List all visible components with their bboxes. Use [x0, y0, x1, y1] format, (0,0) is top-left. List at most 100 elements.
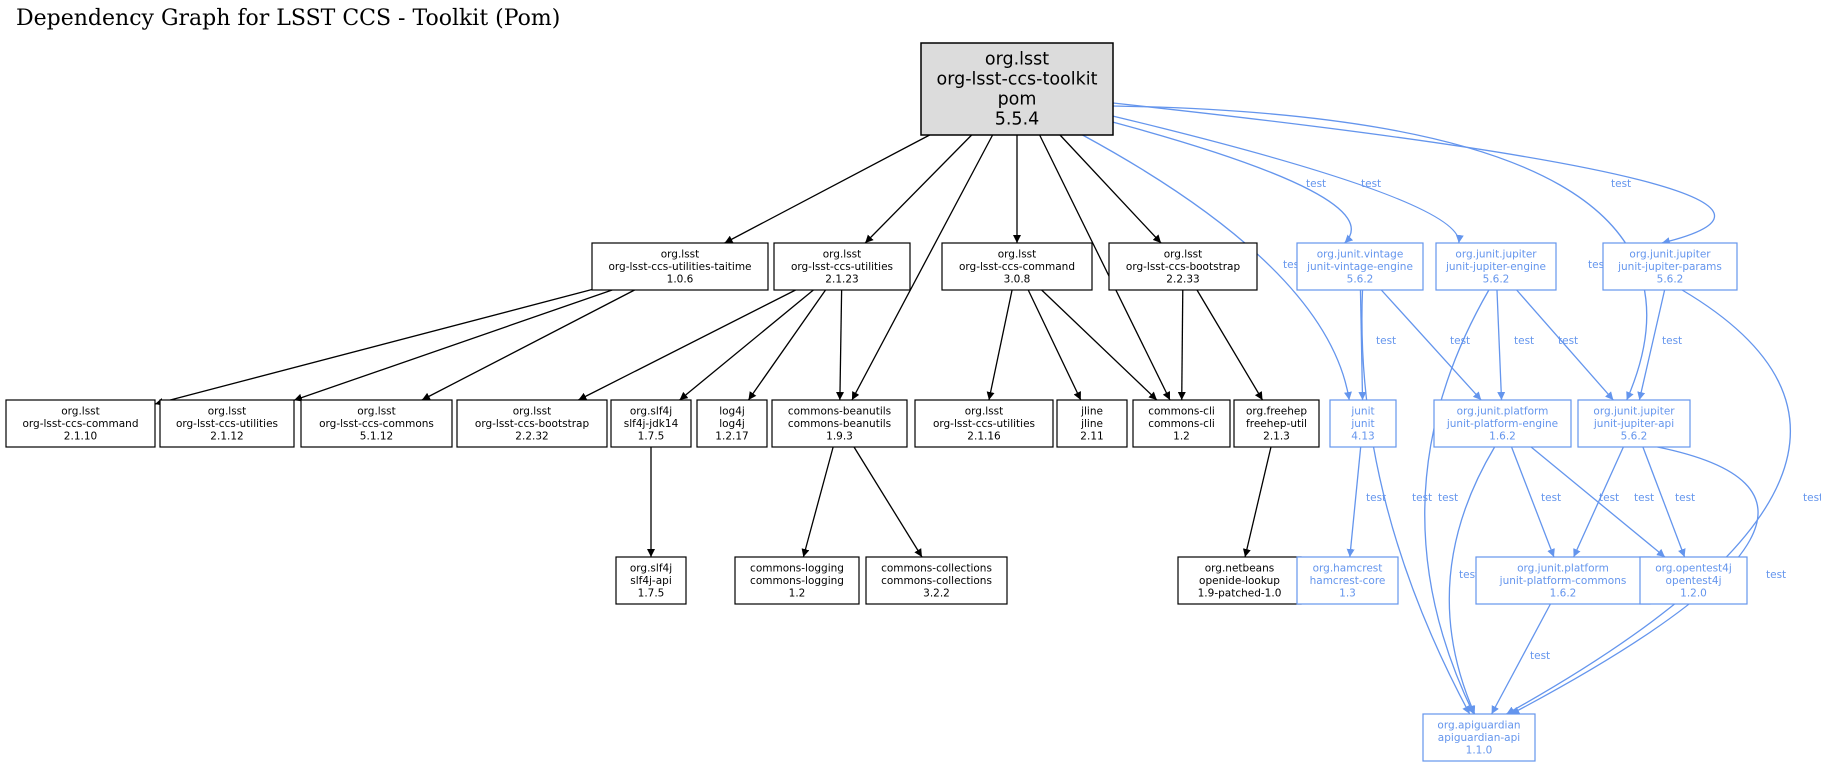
edge-util-taitime-to-util-2112	[293, 289, 613, 402]
node-label-line: 1.2	[789, 588, 806, 600]
node-label-line: org.lsst	[513, 406, 552, 418]
edge-jup-api-to-opentest4j	[1642, 446, 1686, 558]
node-label-line: 1.9.3	[826, 431, 853, 443]
edge-label: test	[1803, 492, 1821, 504]
node-plat-engine: org.junit.platformjunit-platform-engine1…	[1433, 399, 1572, 448]
edge-label: test	[1376, 335, 1396, 347]
node-label-line: org.hamcrest	[1313, 563, 1383, 575]
node-label-line: commons-cli	[1148, 406, 1215, 418]
node-label-line: org.lsst	[661, 249, 700, 261]
node-label-line: org.junit.jupiter	[1593, 406, 1675, 418]
edge-util-2123-to-beanutils	[836, 289, 845, 401]
node-label-line: 1.0.6	[667, 274, 694, 286]
node-label-line: commons-collections	[881, 575, 992, 587]
node-label-line: org-lsst-ccs-commons	[319, 418, 434, 430]
edge-root-to-junit	[1082, 134, 1352, 401]
edge-label: test	[1361, 178, 1381, 190]
node-box	[734, 556, 860, 605]
node-label-line: 1.6.2	[1489, 431, 1516, 443]
edge-util-2123-to-bootstrap-2232	[578, 289, 796, 401]
edge-util-2123-to-log4j	[747, 289, 827, 401]
node-label-line: 2.1.10	[64, 431, 97, 443]
node-label-line: commons-beanutils	[788, 418, 891, 430]
edge-util-taitime-to-commons-5112	[421, 289, 635, 401]
nodes-layer: org.lsstorg-lsst-ccs-toolkitpom5.5.4org.…	[5, 42, 1748, 762]
node-label-line: apiguardian-api	[1438, 732, 1520, 744]
node-label-line: log4j	[719, 406, 745, 418]
node-label-line: org.lsst	[998, 249, 1037, 261]
node-label-line: org.junit.platform	[1517, 563, 1609, 575]
node-label-line: jline	[1080, 418, 1103, 430]
edge-root-to-commons-cli	[1039, 134, 1171, 401]
node-label-line: openide-lookup	[1199, 575, 1280, 587]
node-label-line: log4j	[719, 418, 745, 430]
node-label-line: 2.1.3	[1263, 431, 1290, 443]
node-jup-engine: org.junit.jupiterjunit-jupiter-engine5.6…	[1435, 242, 1557, 291]
node-label-line: 3.2.2	[923, 588, 950, 600]
edge-freehep-to-openide	[1242, 446, 1272, 558]
edge-jup-params-to-jup-api	[1637, 289, 1666, 401]
edge-command-308-to-commons-cli	[1041, 289, 1158, 401]
edge-command-308-to-util-2116	[986, 289, 1013, 401]
edge-util-taitime-to-command-2110	[154, 288, 593, 406]
node-box	[773, 242, 911, 291]
node-label-line: commons-collections	[881, 563, 992, 575]
node-label-line: 5.6.2	[1621, 431, 1648, 443]
edge-beanutils-to-collections	[853, 446, 923, 558]
edge-label: test	[1306, 178, 1326, 190]
node-box	[1329, 399, 1397, 448]
edge-label: test	[1366, 492, 1386, 504]
node-label-line: 2.1.23	[825, 274, 858, 286]
node-label-line: commons-logging	[750, 575, 844, 587]
node-label-line: 5.6.2	[1483, 274, 1510, 286]
node-label-line: org.opentest4j	[1655, 563, 1732, 575]
node-label-line: hamcrest-core	[1310, 575, 1386, 587]
node-label-line: org.apiguardian	[1437, 720, 1520, 732]
node-box	[771, 399, 908, 448]
node-label-line: org.slf4j	[630, 406, 672, 418]
node-label-line: 5.6.2	[1347, 274, 1374, 286]
edge-label: test	[1530, 650, 1550, 662]
node-label-line: org-lsst-ccs-bootstrap	[475, 418, 590, 430]
node-box	[1422, 713, 1536, 762]
node-label-line: 1.7.5	[638, 431, 665, 443]
node-label-line: 1.2.0	[1680, 588, 1707, 600]
node-label-line: 1.1.0	[1466, 745, 1493, 757]
edge-jup-params-to-apiguardian	[1506, 289, 1791, 715]
node-label-line: org.lsst	[965, 406, 1004, 418]
node-box	[1577, 399, 1691, 448]
edge-root-to-vintage	[1112, 121, 1354, 244]
node-label-line: org-lsst-ccs-command	[959, 261, 1075, 273]
edge-util-2123-to-slf4j-jdk14	[679, 289, 814, 401]
edge-jup-engine-to-plat-engine	[1496, 289, 1506, 401]
node-label-line: org-lsst-ccs-bootstrap	[1126, 261, 1241, 273]
node-label-line: commons-beanutils	[788, 406, 891, 418]
node-box	[1177, 556, 1302, 605]
edge-vintage-to-plat-engine	[1380, 289, 1482, 401]
node-label-line: org-lsst-ccs-utilities-taitime	[608, 261, 751, 273]
node-box	[615, 556, 687, 605]
node-box	[1108, 242, 1258, 291]
node-util-taitime: org.lsstorg-lsst-ccs-utilities-taitime1.…	[591, 242, 769, 291]
node-box	[159, 399, 295, 448]
node-box	[1435, 242, 1557, 291]
node-label-line: 3.0.8	[1004, 274, 1031, 286]
node-label-line: org-lsst-ccs-command	[23, 418, 139, 430]
edge-jup-api-to-plat-commons	[1573, 446, 1624, 558]
node-box	[1233, 399, 1320, 448]
node-label-line: 1.6.2	[1550, 588, 1577, 600]
node-label-line: junit-platform-engine	[1446, 418, 1558, 430]
node-label-line: jline	[1080, 406, 1103, 418]
